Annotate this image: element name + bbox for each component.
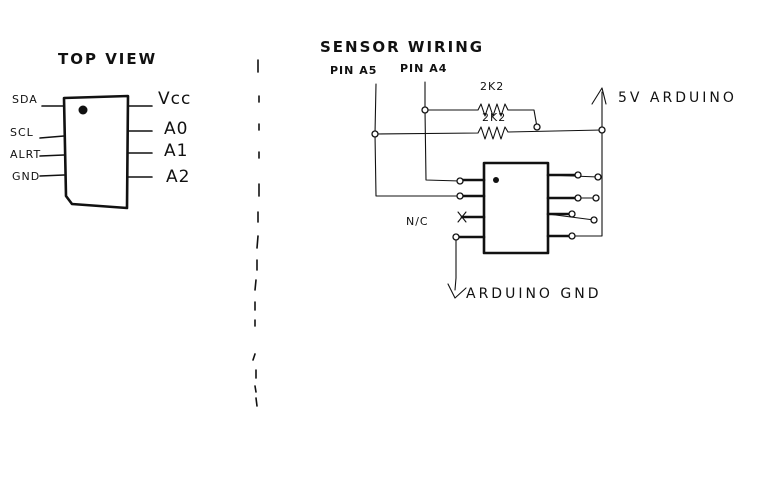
ground-label: ARDUINO GND: [466, 286, 602, 302]
pin-label-sda: SDA: [12, 93, 38, 106]
node-r1-end: [533, 123, 541, 131]
node-scl-pin: [456, 192, 464, 200]
resistor-r1-label: 2K2: [480, 80, 504, 93]
node-supply: [598, 126, 606, 134]
supply-arrow: [591, 87, 607, 105]
top-view-panel: TOP VIEW SDA SCL ALRT GND Vcc A0 A1 A2: [10, 50, 191, 210]
pin-label-a0: A0: [164, 119, 188, 139]
resistor-r1: [424, 103, 538, 128]
node-a0-pin: [574, 194, 582, 202]
wire-a5-scl: [374, 83, 459, 197]
sensor-wiring-panel: SENSOR WIRING PIN A5 PIN A4 2K2 2K2 5V A…: [320, 38, 737, 302]
pin-a4-label: PIN A4: [400, 62, 447, 75]
node-a2-pin: [568, 232, 576, 240]
node-rail-a0: [592, 194, 600, 202]
nc-label: N/C: [406, 215, 429, 228]
node-gnd-pin: [452, 233, 460, 241]
pin-label-alrt: ALRT: [10, 148, 41, 161]
nc-x-mark: [457, 211, 467, 223]
panel-divider: [252, 59, 260, 407]
pin-label-gnd: GND: [12, 170, 40, 183]
resistor-r2-label: 2K2: [482, 111, 506, 124]
node-a5-r2: [371, 130, 379, 138]
pin1-marker: [78, 105, 88, 115]
chip-body-top-view: [62, 94, 130, 210]
node-vcc-pin: [574, 171, 582, 179]
supply-label: 5V ARDUINO: [618, 90, 737, 106]
pin-label-scl: SCL: [10, 126, 34, 139]
pin-label-a2: A2: [166, 167, 190, 187]
pin-label-vcc: Vcc: [158, 89, 191, 109]
wire-a4-sda: [424, 81, 461, 182]
ground-wire: [454, 236, 457, 291]
pin-line-scl: [39, 135, 65, 139]
top-view-title: TOP VIEW: [58, 50, 157, 68]
resistor-r2: [374, 126, 603, 140]
node-sda-pin: [456, 177, 464, 185]
supply-rail: [569, 91, 603, 237]
sensor-chip-body: [482, 161, 550, 255]
pin-a5-label: PIN A5: [330, 64, 377, 77]
pin-line-alrt: [39, 154, 65, 157]
sensor-chip-pin1-marker: [493, 177, 499, 183]
ground-arrow: [447, 283, 467, 299]
node-rail-vcc: [594, 173, 602, 181]
node-rail-a1: [590, 216, 598, 224]
node-a1-pin: [568, 210, 576, 218]
pin-line-gnd: [39, 174, 65, 177]
node-a4-r1: [421, 106, 429, 114]
sensor-wiring-title: SENSOR WIRING: [320, 38, 484, 56]
pin-label-a1: A1: [164, 141, 188, 161]
